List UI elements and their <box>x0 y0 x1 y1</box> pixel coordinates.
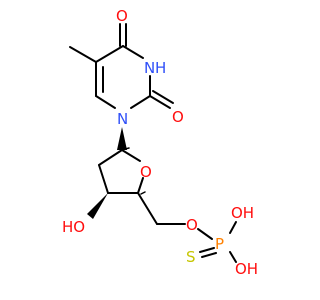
bond-p-oh-lower <box>229 251 237 263</box>
bond-p-s <box>199 247 215 253</box>
bond-p-oh-upper <box>229 221 237 234</box>
atom-n1: N <box>117 110 128 128</box>
bond-c4-o4 <box>137 177 144 194</box>
bond-c5-methyl <box>69 46 97 63</box>
bond-n1-c2 <box>130 95 151 109</box>
atom-oh-upper: OH <box>231 204 254 222</box>
atom-o-5prime: O <box>186 216 198 234</box>
bond-c4-c5prime <box>137 192 158 225</box>
atom-ho-3prime: HO <box>62 218 85 236</box>
bond-c2-c3 <box>98 164 109 194</box>
atom-oh-lower: OH <box>235 260 258 278</box>
bond-p-s-double <box>201 252 217 258</box>
bond-n3-c4 <box>122 45 144 59</box>
bond-c2-o-double <box>152 90 174 104</box>
bond-o5-p <box>197 228 213 240</box>
wedge-c3-oh <box>87 193 108 219</box>
wedge-n1-c1prime <box>117 127 127 150</box>
bond-c6-n1 <box>95 95 116 109</box>
atom-n3: N <box>144 59 155 77</box>
atom-o-c2: O <box>172 108 184 126</box>
atom-o-ring: O <box>140 163 152 181</box>
thiophosphate-bonds <box>197 221 237 263</box>
bond-c1-c2 <box>98 149 123 166</box>
hash-c1prime <box>124 147 130 150</box>
thymine-ring-bonds <box>69 23 174 109</box>
molecule-structure-diagram: O N H O N O HO O P OH OH S <box>62 7 258 278</box>
atom-o-c4: O <box>116 7 128 25</box>
atom-h-n3: H <box>155 59 166 77</box>
bond-o4-c1 <box>121 149 141 162</box>
atom-phosphorus: P <box>215 235 224 253</box>
bond-c2-o <box>149 95 171 109</box>
bond-c4-c5 <box>95 45 124 63</box>
stereo-hashes <box>124 147 146 195</box>
atom-sulfur: S <box>186 248 196 266</box>
sugar-ring-bonds <box>98 149 186 225</box>
hash-c4prime <box>140 191 146 195</box>
